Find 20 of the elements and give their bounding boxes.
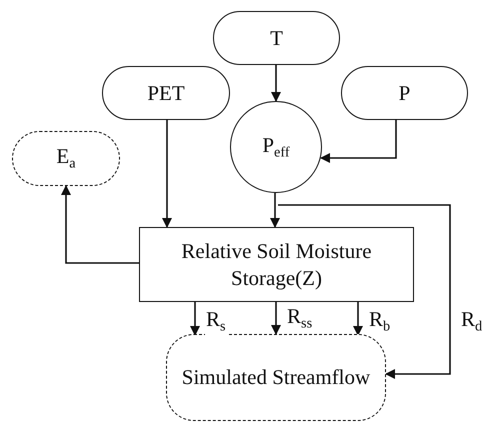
arrow — [271, 302, 281, 335]
node-label: P — [398, 80, 410, 106]
node-label: Relative Soil Moisture Storage(Z) — [180, 238, 373, 291]
node-label: Simulated Streamflow — [182, 364, 370, 391]
rounded-box — [102, 66, 230, 120]
node-label: E$_{a}$ — [56, 143, 76, 174]
rounded-box — [213, 11, 340, 65]
node-label: T — [270, 24, 283, 52]
process-box — [139, 227, 414, 302]
arrow — [353, 302, 363, 336]
arrow — [278, 204, 451, 379]
node-label: PET — [147, 80, 185, 106]
arrow — [320, 120, 397, 163]
arrow — [61, 185, 139, 264]
arrow — [162, 120, 172, 228]
arrow — [271, 65, 281, 102]
node-label: P$_{eff}$ — [262, 132, 290, 162]
rounded-box — [341, 66, 468, 120]
arrow — [270, 193, 280, 228]
arrow — [190, 302, 200, 336]
